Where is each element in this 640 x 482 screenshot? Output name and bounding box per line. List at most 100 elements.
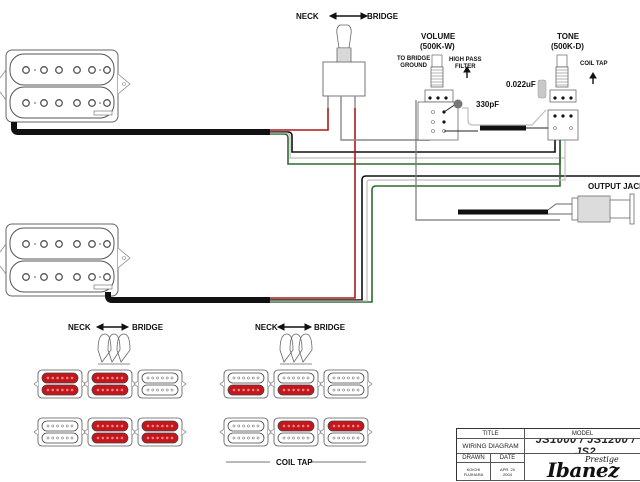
pole-piece: [342, 388, 345, 392]
drawn-line2: FUJIHARA: [463, 471, 484, 477]
pole-piece: [70, 388, 74, 392]
pole-piece: [351, 436, 355, 440]
tone-title: TONE: [557, 32, 580, 41]
neck-pickup-cable: [11, 122, 270, 135]
pole-piece: [61, 424, 64, 428]
pole-piece: [46, 388, 50, 392]
date-line1: APR. 20: [500, 466, 515, 472]
pole-piece: [115, 436, 119, 440]
pole-piece: [106, 388, 109, 392]
pole-piece: [70, 424, 74, 428]
pole-piece: [247, 376, 250, 380]
pole-piece: [306, 376, 310, 380]
pole-piece: [287, 376, 291, 380]
bridge-pickup-wires: [270, 108, 640, 303]
pole-piece: [347, 376, 350, 380]
pole-piece: [292, 388, 295, 392]
title-header: TITLE: [457, 429, 525, 439]
inactive-coil: [41, 420, 79, 432]
pole-piece: [282, 376, 286, 380]
pole-piece: [101, 424, 105, 428]
capacitor-330pf-label: 330pF: [476, 100, 500, 109]
pole-piece: [146, 388, 150, 392]
pole-piece: [101, 388, 105, 392]
pole-piece: [156, 436, 159, 440]
pole-piece: [256, 436, 260, 440]
pole-piece: [297, 424, 300, 428]
pole-piece: [61, 388, 64, 392]
pole-piece: [161, 436, 164, 440]
drawn-header: DRAWN: [457, 454, 491, 463]
positions-left-bridge-label: BRIDGE: [132, 323, 164, 332]
filter-note-line2: FILTER: [455, 64, 476, 70]
pole-piece: [356, 436, 360, 440]
pole-piece: [170, 424, 174, 428]
pole-piece: [65, 424, 69, 428]
pole-piece: [65, 436, 69, 440]
mini-humbucker: [83, 369, 137, 399]
pole-piece: [156, 424, 159, 428]
pole-piece: [106, 436, 109, 440]
pole-piece: [282, 388, 286, 392]
switch-bridge-label: BRIDGE: [367, 12, 399, 21]
arrows: [95, 12, 597, 331]
pole-piece: [297, 388, 300, 392]
pole-piece: [256, 424, 260, 428]
model-value: JS1000 / JS1200 / JS2: [525, 439, 640, 454]
pole-piece: [115, 424, 119, 428]
pole-piece: [292, 376, 295, 380]
pole-piece: [56, 424, 59, 428]
inactive-coil: [227, 432, 265, 444]
pole-piece: [151, 436, 155, 440]
pole-piece: [332, 388, 336, 392]
inactive-coil: [141, 384, 179, 396]
pole-piece: [120, 376, 124, 380]
pole-piece: [106, 424, 109, 428]
mini-humbucker: [269, 369, 323, 399]
pole-piece: [161, 388, 164, 392]
mini-humbucker: [319, 369, 373, 399]
pole-piece: [111, 388, 114, 392]
pole-piece: [115, 376, 119, 380]
mini-humbucker: [219, 417, 273, 447]
pole-piece: [120, 388, 124, 392]
pole-piece: [120, 436, 124, 440]
pole-piece: [251, 436, 255, 440]
pole-piece: [232, 436, 236, 440]
pole-piece: [251, 376, 255, 380]
active-coil: [41, 372, 79, 384]
pickup-positions-left: [33, 369, 187, 447]
pole-piece: [347, 436, 350, 440]
coil-tap-note: COIL TAP: [580, 61, 608, 67]
pole-piece: [337, 424, 341, 428]
pole-piece: [232, 376, 236, 380]
pole-piece: [51, 424, 55, 428]
inactive-coil: [277, 432, 315, 444]
pole-piece: [237, 376, 241, 380]
capacitor-0022uf-label: 0.022uF: [506, 80, 536, 89]
pole-piece: [351, 424, 355, 428]
bridge-pickup: [0, 223, 131, 297]
output-jack-label: OUTPUT JACK: [588, 182, 640, 191]
pole-piece: [282, 436, 286, 440]
pole-piece: [96, 424, 100, 428]
pole-piece: [232, 388, 236, 392]
mini-humbucker: [133, 369, 187, 399]
inactive-coil: [327, 432, 365, 444]
pole-piece: [96, 436, 100, 440]
switch-lever-fan-left: [97, 333, 131, 365]
active-coil: [277, 420, 315, 432]
pole-piece: [106, 376, 109, 380]
bridge-pickup-cable: [105, 292, 270, 303]
pole-piece: [251, 388, 255, 392]
mini-humbucker: [133, 417, 187, 447]
pole-piece: [51, 436, 55, 440]
pole-piece: [65, 376, 69, 380]
pole-piece: [287, 388, 291, 392]
pole-piece: [61, 436, 64, 440]
pole-piece: [115, 388, 119, 392]
positions-left-neck-label: NECK: [68, 323, 91, 332]
positions-right-bridge-label: BRIDGE: [314, 323, 346, 332]
pole-piece: [306, 424, 310, 428]
